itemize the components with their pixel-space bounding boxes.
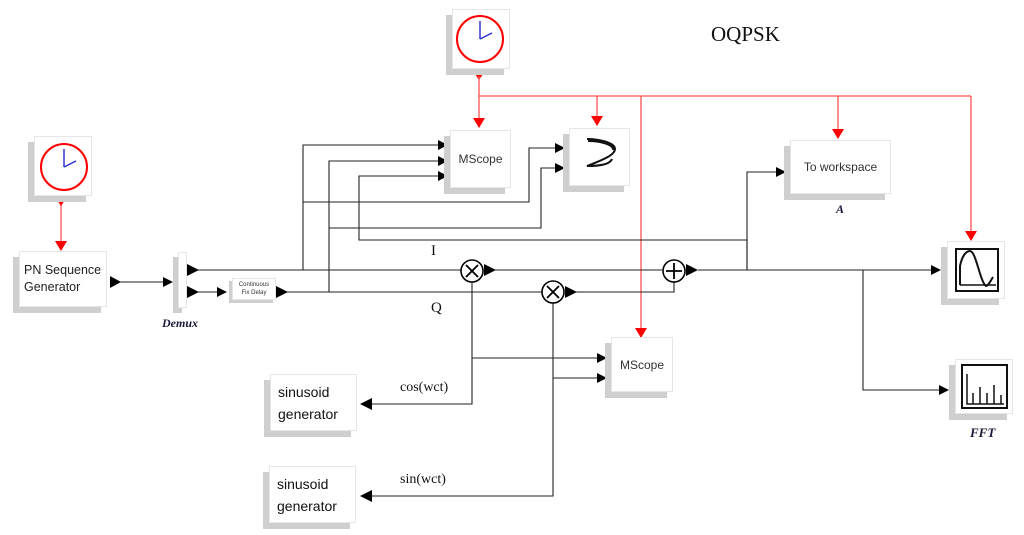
delay-line2: Fix Delay bbox=[241, 290, 267, 296]
demux-block[interactable] bbox=[178, 252, 187, 308]
multiply-block-1[interactable] bbox=[460, 259, 484, 283]
mscope-block-bottom[interactable]: MScope bbox=[611, 337, 673, 392]
q-signal-label: Q bbox=[431, 300, 442, 316]
sum-icon bbox=[666, 263, 682, 279]
clock-icon bbox=[456, 15, 504, 63]
link-i-mscope-in1[interactable] bbox=[302, 140, 448, 270]
demux-out1-port bbox=[187, 264, 199, 276]
to-workspace-label: To workspace bbox=[803, 160, 878, 174]
mult1-out-port bbox=[484, 264, 496, 276]
xy-scope-icon bbox=[586, 138, 617, 167]
xy-scope-block[interactable] bbox=[569, 128, 630, 186]
multiply-icon bbox=[546, 285, 560, 299]
link-q-mscope-in2[interactable] bbox=[328, 156, 448, 292]
ports bbox=[110, 264, 698, 502]
delay-out-port bbox=[276, 286, 288, 298]
sin1-out-port bbox=[360, 398, 372, 410]
delay-line1: Continuous bbox=[238, 282, 270, 288]
mscope-top-label: MScope bbox=[458, 152, 503, 166]
sin2-out-port bbox=[360, 490, 372, 502]
link-q-xyscope-in2[interactable] bbox=[329, 163, 565, 229]
link-sum-mscope-in3[interactable] bbox=[358, 171, 748, 270]
pn-generator-line2: Generator bbox=[24, 280, 81, 294]
sin-signal-label: sin(wct) bbox=[400, 472, 446, 487]
clock-block-top[interactable] bbox=[452, 9, 510, 69]
cos-signal-label: cos(wct) bbox=[400, 380, 449, 395]
fft-spectrum-icon bbox=[961, 364, 1008, 409]
sinusoid1-line1: sinusoid bbox=[278, 383, 330, 400]
scope-block[interactable] bbox=[947, 241, 1005, 299]
pn-sequence-generator-block[interactable]: PN Sequence Generator bbox=[19, 251, 107, 307]
i-signal-label: I bbox=[431, 243, 436, 259]
clock-icon bbox=[40, 143, 88, 191]
sinusoid2-line2: generator bbox=[277, 497, 337, 514]
link-sin-mult2[interactable] bbox=[372, 303, 554, 497]
multiply-block-2[interactable] bbox=[541, 280, 565, 304]
link-mult2-sum[interactable] bbox=[576, 282, 675, 293]
data-links bbox=[110, 140, 949, 497]
demux-label: Demux bbox=[162, 316, 198, 330]
mscope-block-top[interactable]: MScope bbox=[450, 130, 511, 188]
continuous-fix-delay-block[interactable]: Continuous Fix Delay bbox=[232, 278, 276, 300]
workspace-variable-label: A bbox=[836, 202, 845, 216]
link-sum-fft[interactable] bbox=[862, 270, 949, 395]
fft-label: FFT bbox=[970, 425, 996, 440]
link-cos-mult1[interactable] bbox=[372, 282, 473, 405]
scope-icon bbox=[955, 248, 999, 292]
activation-links bbox=[55, 71, 977, 338]
link-sum-workspace[interactable] bbox=[746, 167, 786, 270]
diagram-title: OQPSK bbox=[711, 22, 780, 46]
mscope-bottom-label: MScope bbox=[619, 357, 665, 372]
sinusoid1-line2: generator bbox=[278, 405, 338, 422]
link-clock-bus[interactable] bbox=[478, 76, 971, 97]
sinusoid-generator-block-cos[interactable]: sinusoid generator bbox=[270, 374, 357, 431]
sinusoid2-line1: sinusoid bbox=[277, 475, 329, 492]
fft-block[interactable] bbox=[955, 359, 1013, 414]
sum-out-port bbox=[686, 264, 698, 276]
pn-out-port bbox=[110, 276, 121, 288]
clock-out-port bbox=[55, 197, 67, 206]
pn-generator-line1: PN Sequence bbox=[24, 263, 102, 277]
sinusoid-generator-block-sin[interactable]: sinusoid generator bbox=[269, 466, 356, 523]
demux-out2-port bbox=[187, 286, 199, 298]
sum-block[interactable] bbox=[662, 259, 686, 283]
clock-block-left[interactable] bbox=[34, 136, 92, 196]
to-workspace-block[interactable]: To workspace bbox=[790, 140, 891, 194]
clock-top-out-port bbox=[473, 71, 485, 80]
mult2-out-port bbox=[565, 286, 577, 298]
multiply-icon bbox=[465, 264, 479, 278]
link-i-xyscope-in1[interactable] bbox=[303, 143, 565, 203]
